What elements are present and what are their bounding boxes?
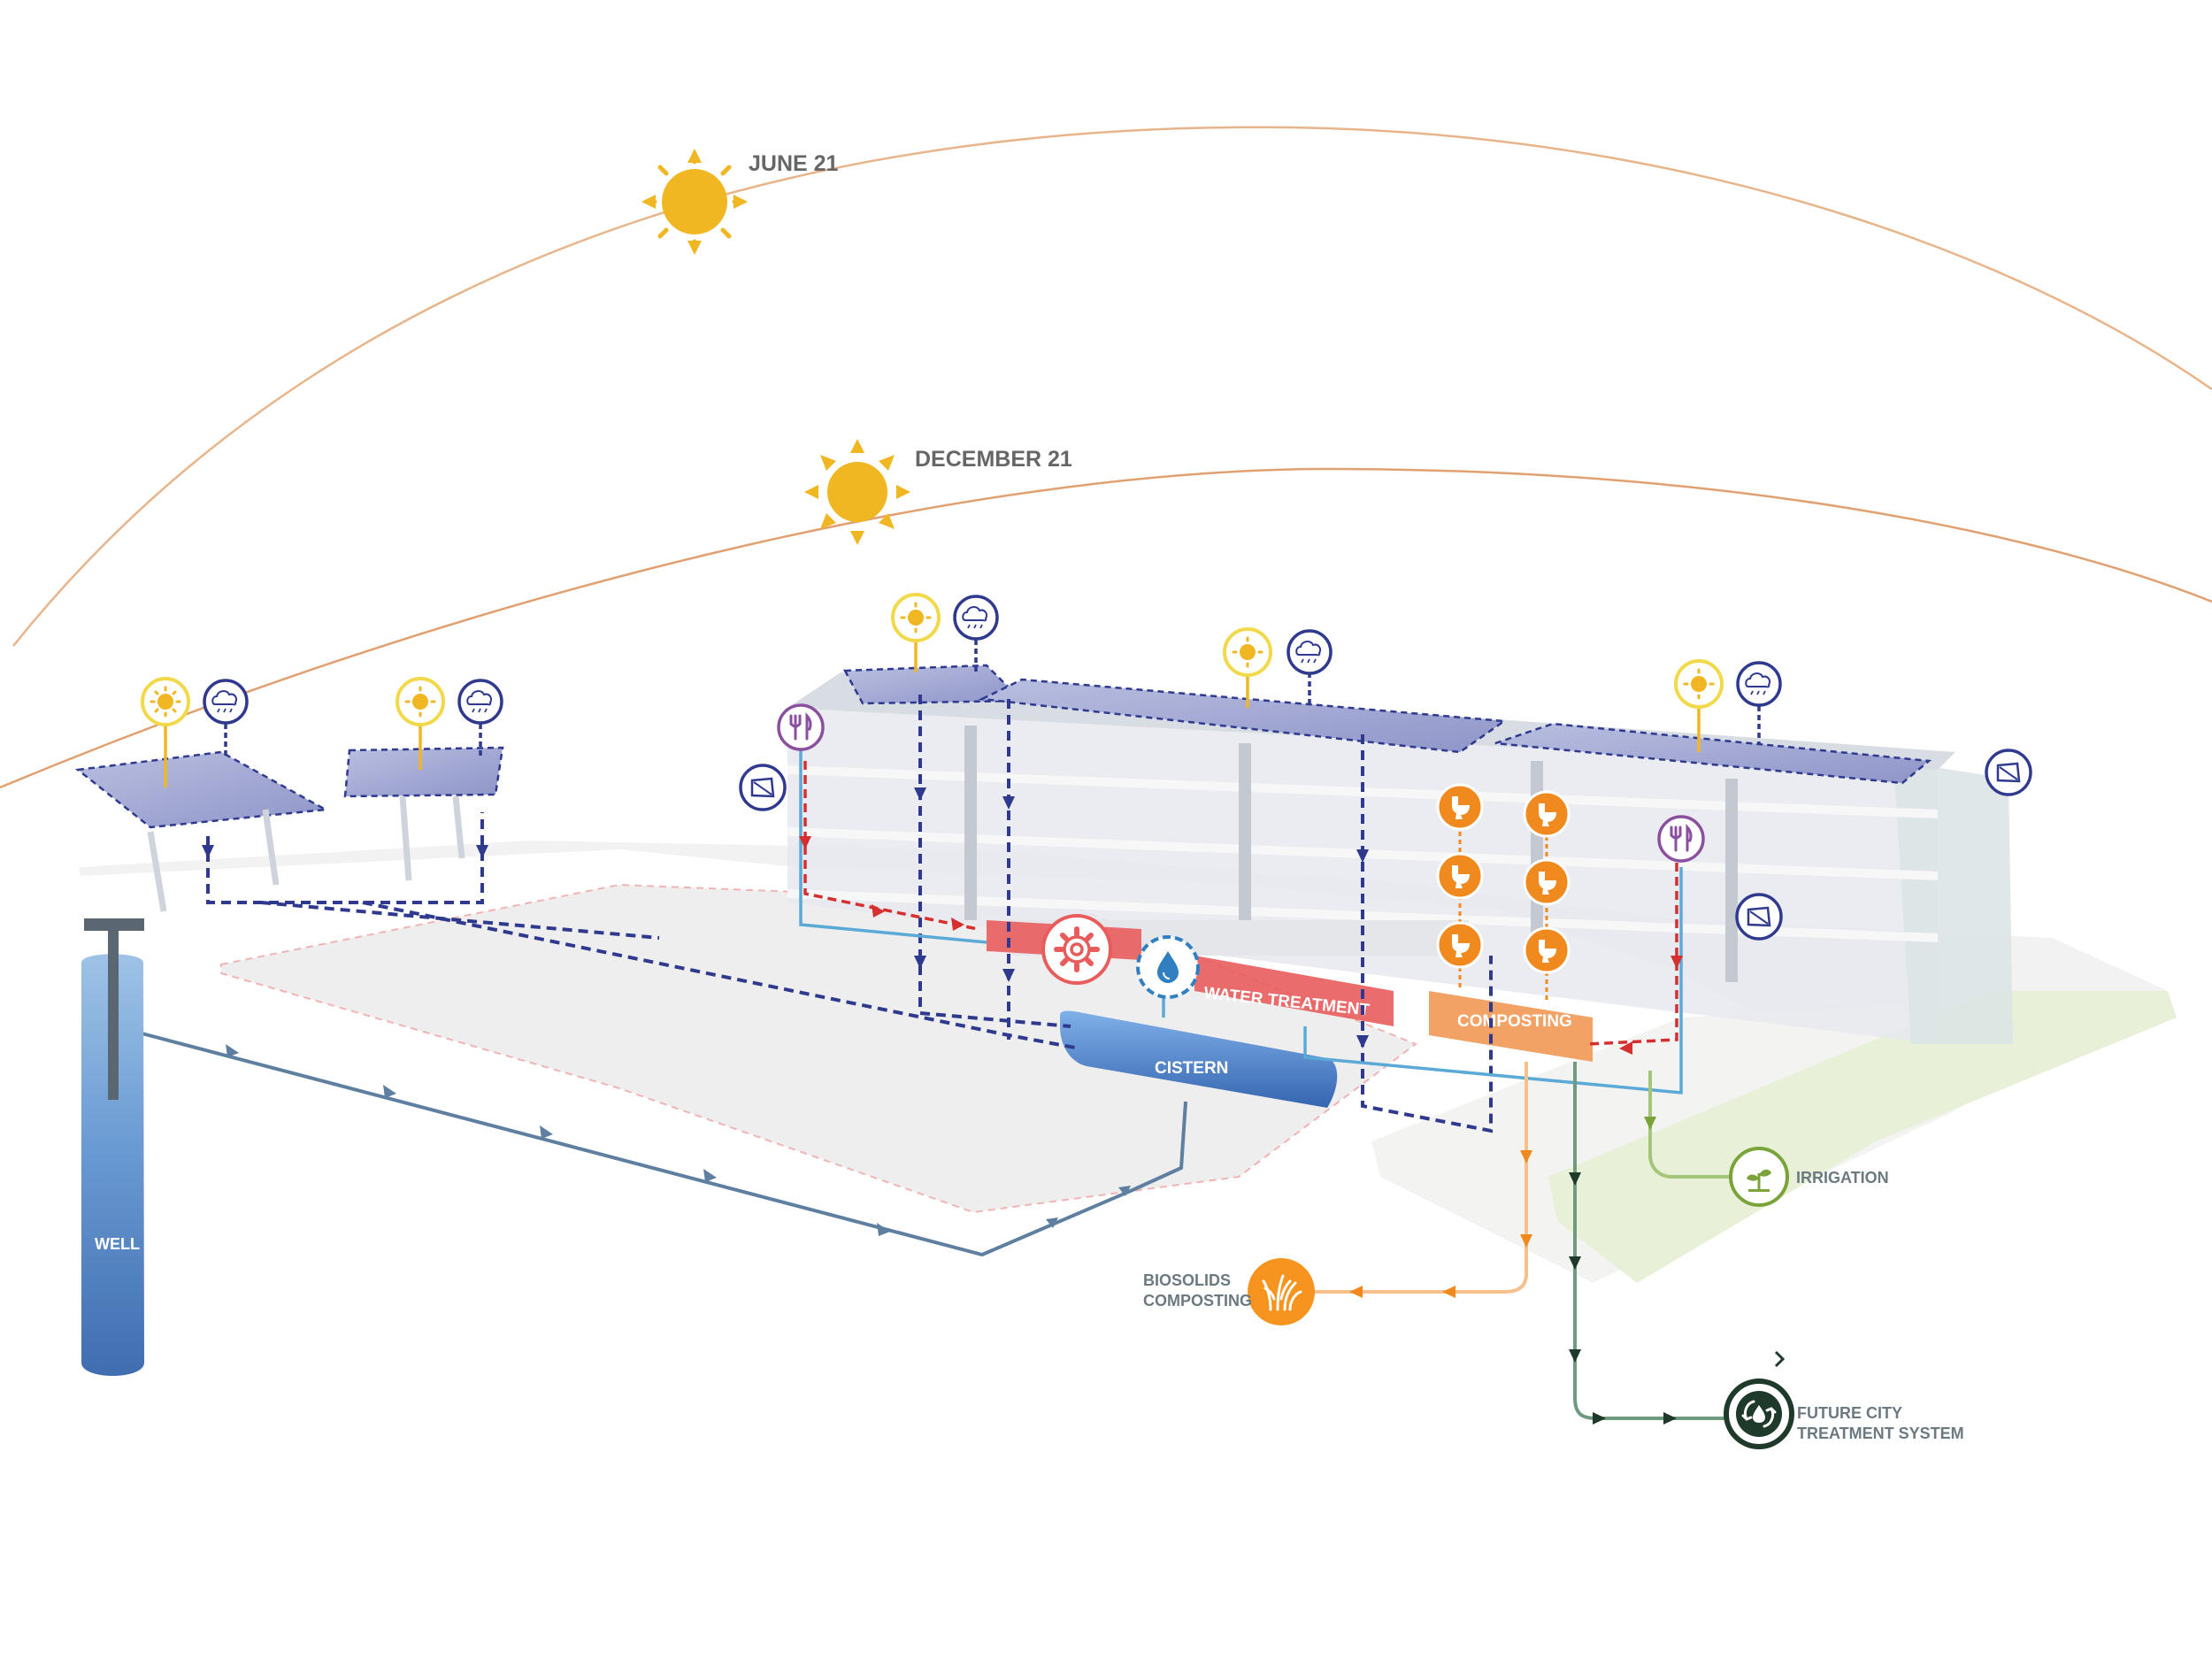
well	[81, 918, 144, 1376]
well-pipe-arrows	[226, 1044, 1131, 1236]
water-drop-icon	[1136, 935, 1200, 999]
irrigation-arrow	[1644, 1117, 1656, 1130]
grass-icon	[1248, 1258, 1315, 1325]
plant-icon	[1729, 1147, 1789, 1207]
roof-solar-array-2	[978, 678, 1508, 754]
lawn-area	[1548, 991, 2177, 1283]
potable-water-pipes	[799, 748, 1683, 1094]
wastewater-arrows	[799, 836, 1683, 1055]
recycle-icon	[1724, 1379, 1794, 1449]
rain-cloud-icon	[457, 679, 503, 725]
roof-solar-array-3	[1494, 722, 1932, 785]
solar-canopy-left	[74, 750, 330, 912]
composting-arrows	[1349, 1150, 1532, 1298]
cistern-label: CISTERN	[1155, 1059, 1228, 1078]
composting-label: COMPOSTING	[1457, 1012, 1572, 1031]
fork-knife-icon	[777, 703, 825, 751]
cistern-tank	[1060, 1010, 1338, 1108]
june-sun-icon	[641, 149, 748, 255]
solar-sun-icon	[1674, 659, 1724, 709]
rain-cloud-icon	[1286, 629, 1333, 675]
december-21-label: DECEMBER 21	[915, 447, 1072, 472]
pin-stems	[164, 640, 1761, 787]
toilet-icon	[1436, 921, 1484, 969]
december-sun-icon	[804, 439, 910, 545]
city-treatment-label-line1: FUTURE CITY	[1797, 1404, 1902, 1422]
window-icon	[1735, 893, 1783, 941]
toilet-icon	[1523, 858, 1571, 906]
solar-sun-icon	[141, 677, 190, 726]
water-treatment-bar	[1194, 956, 1394, 1026]
gear-icon	[1041, 914, 1112, 985]
well-water-pipe	[114, 1025, 1187, 1257]
well-label: WELL	[95, 1235, 140, 1253]
toilet-icon	[1523, 790, 1571, 838]
rain-cloud-icon	[1736, 661, 1782, 707]
composting-outflow	[1314, 1062, 1528, 1294]
site-ground	[80, 841, 2177, 1283]
rain-cloud-icon	[203, 679, 249, 725]
toilet-icon	[1436, 783, 1484, 831]
toilet-icon	[1523, 926, 1571, 974]
rainwater-arrows	[202, 787, 1369, 1048]
composting-bar	[1429, 991, 1593, 1062]
city-treatment-label-line2: TREATMENT SYSTEM	[1797, 1425, 1964, 1442]
irrigation-label: IRRIGATION	[1796, 1169, 1889, 1187]
window-icon	[739, 764, 787, 811]
solar-sun-icon	[396, 677, 445, 726]
city-arrows	[1569, 1172, 1786, 1425]
solar-sun-icon	[891, 593, 941, 642]
biosolids-label-line2: COMPOSTING	[1143, 1292, 1252, 1310]
winter-sun-path	[0, 467, 2212, 789]
solar-sun-icon	[1223, 627, 1272, 677]
summer-sun-path	[12, 126, 2212, 647]
window-icon	[1985, 749, 2032, 796]
fork-knife-icon	[1657, 815, 1705, 863]
june-21-label: JUNE 21	[749, 151, 839, 176]
sun-paths	[0, 126, 2212, 789]
wastewater-pipes	[803, 761, 1678, 1046]
biosolids-label-line1: BIOSOLIDS	[1143, 1271, 1231, 1289]
rain-cloud-icon	[953, 595, 999, 641]
irrigation-outflow	[1648, 1071, 1730, 1179]
solar-canopy-right	[343, 746, 504, 881]
toilet-icon	[1436, 852, 1484, 900]
